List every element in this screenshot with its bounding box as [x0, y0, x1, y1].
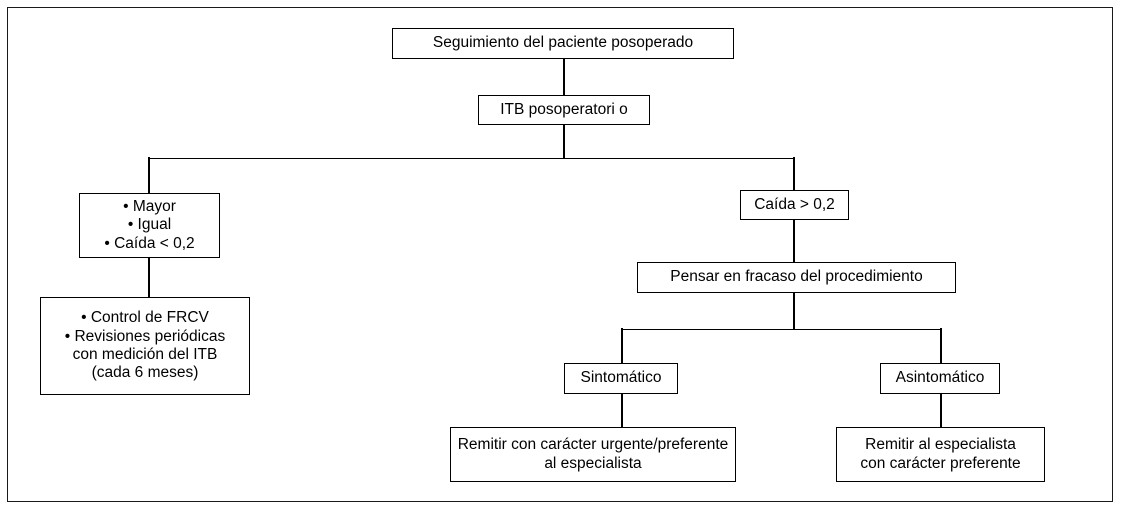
left-branch-bullet-3: • Caída < 0,2 — [104, 234, 195, 252]
left-action-line-3: con medición del ITB — [72, 346, 218, 363]
node-itb-label: ITB posoperatori o — [500, 100, 628, 118]
remitir-preferente-line-1: Remitir al especialista — [865, 436, 1016, 454]
connector-itb-down — [563, 124, 565, 159]
node-right-branch-label: Caída > 0,2 — [754, 195, 835, 213]
node-sintomatico-label: Sintomático — [580, 369, 662, 387]
left-action-line-1: • Control de FRCV — [81, 309, 209, 327]
figure-border — [7, 7, 1113, 502]
left-branch-bullet-1: • Mayor — [123, 198, 176, 216]
connector-split-bottom-right-drop — [940, 328, 942, 364]
node-remitir-urgente-text: Remitir con carácter urgente/preferente … — [451, 436, 735, 473]
left-action-line-2: • Revisiones periódicas — [64, 327, 226, 345]
node-root-label: Seguimiento del paciente posoperado — [432, 34, 694, 52]
left-action-line-4: (cada 6 meses) — [91, 364, 199, 382]
connector-left-branch-to-action — [148, 257, 150, 298]
connector-fracaso-down — [793, 292, 795, 330]
connector-caida-to-fracaso — [793, 219, 795, 263]
remitir-urgente-line-2: al especialista — [544, 454, 642, 472]
node-left-action-list: • Control de FRCV • Revisiones periódica… — [41, 309, 249, 382]
node-fracaso[interactable]: Pensar en fracaso del procedimiento — [637, 262, 956, 293]
connector-root-to-itb — [563, 58, 565, 96]
node-asintomatico[interactable]: Asintomático — [880, 363, 1000, 394]
remitir-urgente-line-1: Remitir con carácter urgente/preferente — [457, 436, 729, 454]
node-remitir-preferente[interactable]: Remitir al especialista con carácter pre… — [836, 427, 1045, 482]
node-left-action[interactable]: • Control de FRCV • Revisiones periódica… — [40, 297, 250, 395]
connector-split-left-drop — [148, 157, 150, 194]
connector-asintomatico-to-remitir — [940, 393, 942, 428]
remitir-preferente-line-2: con carácter preferente — [860, 454, 1021, 472]
node-root[interactable]: Seguimiento del paciente posoperado — [392, 28, 734, 59]
node-itb[interactable]: ITB posoperatori o — [478, 95, 650, 125]
connector-split-right-drop — [793, 157, 795, 191]
node-sintomatico[interactable]: Sintomático — [564, 363, 678, 394]
node-remitir-preferente-text: Remitir al especialista con carácter pre… — [837, 436, 1044, 473]
connector-split-bottom-left-drop — [621, 328, 623, 364]
left-branch-bullet-2: • Igual — [127, 216, 172, 234]
node-right-branch[interactable]: Caída > 0,2 — [740, 190, 849, 220]
node-left-branch[interactable]: • Mayor • Igual • Caída < 0,2 — [79, 193, 220, 258]
node-remitir-urgente[interactable]: Remitir con carácter urgente/preferente … — [450, 427, 736, 482]
connector-split-bottom — [621, 328, 941, 330]
node-asintomatico-label: Asintomático — [895, 369, 985, 387]
node-fracaso-label: Pensar en fracaso del procedimiento — [670, 268, 923, 286]
connector-sintomatico-to-remitir — [621, 393, 623, 428]
node-left-branch-list: • Mayor • Igual • Caída < 0,2 — [80, 198, 219, 253]
connector-split-top — [148, 157, 794, 159]
